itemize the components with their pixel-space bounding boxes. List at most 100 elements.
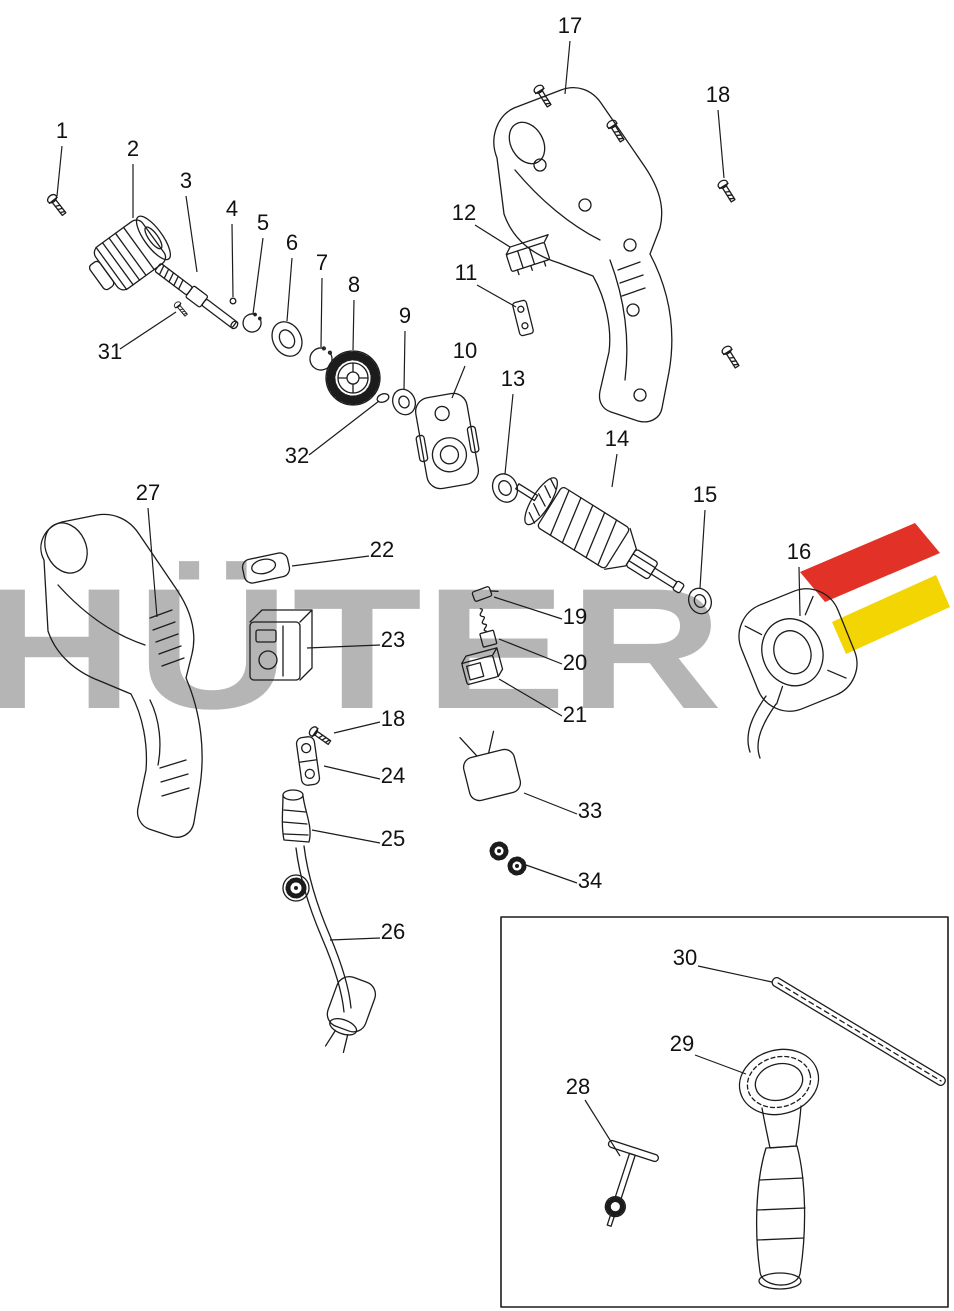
exploded-drawing-layer <box>40 82 949 1308</box>
stator-lead-wire <box>757 703 777 759</box>
accessories-inset-box <box>500 916 949 1308</box>
brand-flag-red <box>800 523 940 602</box>
armature-rotor <box>515 477 685 594</box>
part-number-32: 32 <box>285 443 309 468</box>
part-number-4: 4 <box>226 196 238 221</box>
part-number-17: 17 <box>558 13 582 38</box>
screw-icon-part18-top <box>716 177 738 205</box>
leader-line-25 <box>311 829 381 844</box>
leader-line-24 <box>323 765 381 780</box>
brush-holder <box>461 647 504 685</box>
star-screws <box>489 841 527 876</box>
leader-line-8 <box>352 299 355 351</box>
housing-right-half <box>493 87 673 423</box>
leader-line-19 <box>493 596 563 620</box>
leader-line-20 <box>498 638 563 665</box>
switch-slider <box>241 552 291 584</box>
part-number-21: 21 <box>563 702 587 727</box>
leader-line-15 <box>699 509 706 589</box>
ring-32 <box>376 393 390 403</box>
part-number-18: 18 <box>381 706 405 731</box>
part-number-30: 30 <box>673 945 697 970</box>
part-number-33: 33 <box>578 798 602 823</box>
part-number-7: 7 <box>316 250 328 275</box>
leader-line-11 <box>476 284 517 308</box>
gearbox-housing <box>414 392 480 490</box>
part-number-27: 27 <box>136 480 160 505</box>
leader-line-17 <box>564 40 571 95</box>
auxiliary-handle <box>738 1048 820 1290</box>
part-number-34: 34 <box>578 868 602 893</box>
housing-left-half <box>40 513 203 838</box>
depth-stop-rod <box>771 976 946 1087</box>
part-number-13: 13 <box>501 366 525 391</box>
leader-line-12 <box>474 224 511 248</box>
leader-line-34 <box>525 864 578 884</box>
bearing-9 <box>391 388 417 416</box>
brand-watermark-text: HÜTER <box>0 553 725 745</box>
part-number-31: 31 <box>98 339 122 364</box>
part-number-3: 3 <box>180 168 192 193</box>
brand-flag-yellow <box>832 575 950 654</box>
leader-line-9 <box>403 330 406 391</box>
part-number-10: 10 <box>453 338 477 363</box>
circlip-5 <box>242 312 262 333</box>
part-number-6: 6 <box>286 230 298 255</box>
part-number-8: 8 <box>348 272 360 297</box>
stator-lead-wire <box>747 695 767 753</box>
terminal-block <box>505 234 550 276</box>
bearing-15 <box>687 587 713 615</box>
part-number-1: 1 <box>56 118 68 143</box>
part-number-26: 26 <box>381 919 405 944</box>
part-number-11: 11 <box>455 260 478 285</box>
leader-line-33 <box>523 792 578 815</box>
stator <box>738 588 858 712</box>
part-number-25: 25 <box>381 826 405 851</box>
leader-line-5 <box>252 237 264 315</box>
bearing-6 <box>271 321 303 357</box>
leader-line-6 <box>286 257 293 322</box>
part-number-12: 12 <box>452 200 476 225</box>
leader-line-30 <box>697 965 773 983</box>
part-number-29: 29 <box>670 1031 694 1056</box>
leader-line-13 <box>504 393 514 475</box>
leader-line-10 <box>451 365 466 399</box>
watermark-layer: HÜTER <box>0 523 950 745</box>
steel-ball <box>229 297 237 305</box>
leader-line-3 <box>185 195 198 273</box>
screw-icon-part1 <box>45 192 69 218</box>
gear-wheel <box>325 350 381 406</box>
brush-terminal <box>471 586 499 602</box>
leader-line-26 <box>329 937 381 941</box>
callout-layer: 1234567891011121314151617181819202122232… <box>56 13 811 1157</box>
leader-line-14 <box>611 453 618 488</box>
leader-line-32 <box>308 400 380 456</box>
washer-13 <box>491 473 519 503</box>
part-number-22: 22 <box>370 537 394 562</box>
plate-11 <box>512 299 534 337</box>
screw-icon-housing-b <box>605 117 627 145</box>
part-number-5: 5 <box>257 210 269 235</box>
part-number-18: 18 <box>706 82 730 107</box>
capacitor <box>459 730 522 802</box>
leader-line-22 <box>291 555 370 567</box>
strain-relief-sleeve <box>281 789 311 902</box>
leader-line-28 <box>584 1099 621 1157</box>
leader-line-31 <box>119 311 177 350</box>
part-number-2: 2 <box>127 136 139 161</box>
drill-chuck <box>88 215 171 291</box>
leader-line-18 <box>333 721 381 734</box>
cord-clamp <box>295 736 321 786</box>
chuck-key <box>604 1139 659 1227</box>
leader-line-4 <box>231 223 234 298</box>
leader-line-21 <box>498 678 563 717</box>
leader-line-29 <box>694 1054 747 1075</box>
part-number-23: 23 <box>381 627 405 652</box>
power-cord <box>295 845 377 1054</box>
screw-icon-housing-d <box>720 343 742 371</box>
leader-line-1 <box>56 145 63 197</box>
leader-line-23 <box>306 644 381 649</box>
part-number-20: 20 <box>563 650 587 675</box>
